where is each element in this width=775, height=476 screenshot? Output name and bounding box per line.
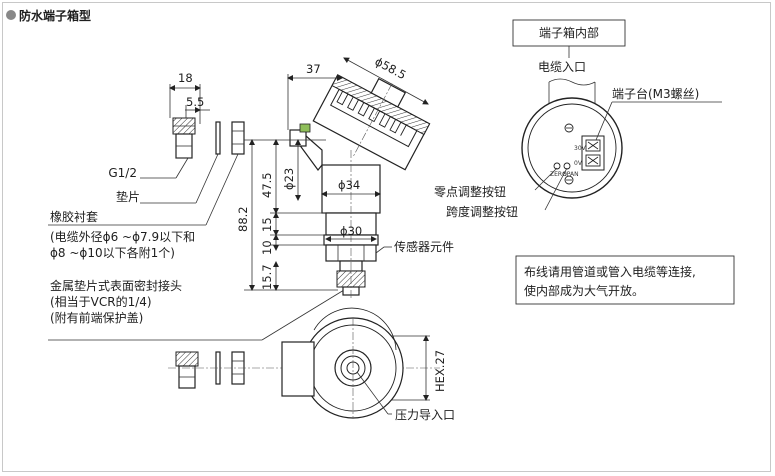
dim-hex27: HEX.27 bbox=[433, 350, 447, 392]
terminal-box-title-box bbox=[512, 19, 626, 47]
label-gasket: 垫片 bbox=[116, 189, 140, 204]
label-g12: G1/2 bbox=[108, 166, 137, 180]
page-title: 防水端子箱型 bbox=[19, 8, 91, 23]
label-knob-zero: ZERO bbox=[550, 171, 567, 178]
wiring-note-box bbox=[515, 255, 735, 305]
sensor-side-view bbox=[289, 74, 431, 300]
dim-phi58-5: ϕ58.5 bbox=[373, 54, 409, 82]
dim-15: 15 bbox=[260, 217, 274, 232]
sensor-top-view bbox=[168, 307, 440, 419]
label-rubber-bushing: 橡胶衬套 bbox=[50, 209, 98, 224]
label-metal-gasket-2: (相当于VCR的1/4) bbox=[50, 294, 152, 309]
title-bullet-icon bbox=[6, 10, 16, 20]
dim-5-5: 5.5 bbox=[186, 95, 204, 109]
label-terminal-minus: 0V bbox=[574, 160, 583, 167]
terminal-box-inner-view bbox=[521, 78, 623, 199]
label-terminal-block: 端子台(M3螺丝) bbox=[612, 86, 699, 101]
cable-gland-exploded bbox=[169, 84, 245, 159]
dim-10: 10 bbox=[260, 240, 274, 255]
dim-37: 37 bbox=[306, 62, 321, 76]
label-cable-note-2: ϕ8 ~ϕ10以下各附1个) bbox=[50, 245, 175, 260]
label-terminal-plus: 30V bbox=[574, 145, 587, 152]
dim-phi23: ϕ23 bbox=[282, 168, 296, 190]
dim-47-5: 47.5 bbox=[260, 172, 274, 198]
label-sensor-element: 传感器元件 bbox=[394, 239, 454, 254]
label-cable-inlet: 电缆入口 bbox=[538, 60, 586, 74]
label-metal-gasket-1: 金属垫片式表面密封接头 bbox=[50, 278, 182, 293]
label-cable-note-1: (电缆外径ϕ6 ~ϕ7.9以下和 bbox=[50, 230, 195, 244]
label-wiring-note-2: 使内部成为大气开放。 bbox=[524, 283, 644, 298]
dim-15-7: 15.7 bbox=[260, 264, 274, 290]
dim-phi30: ϕ30 bbox=[340, 224, 362, 238]
dim-88-2: 88.2 bbox=[236, 206, 250, 232]
label-span-adjust: 跨度调整按钮 bbox=[446, 204, 518, 219]
dim-18: 18 bbox=[178, 71, 193, 85]
label-metal-gasket-3: (附有前端保护盖) bbox=[50, 310, 143, 325]
label-pressure-inlet: 压力导入口 bbox=[395, 408, 455, 422]
label-zero-adjust: 零点调整按钮 bbox=[434, 184, 506, 199]
label-wiring-note-1: 布线请用管道或管入电缆等连接, bbox=[524, 264, 696, 279]
label-knob-span: SPAN bbox=[563, 171, 579, 178]
label-terminal-box-inside: 端子箱内部 bbox=[539, 25, 599, 40]
dim-phi34: ϕ34 bbox=[338, 178, 360, 192]
